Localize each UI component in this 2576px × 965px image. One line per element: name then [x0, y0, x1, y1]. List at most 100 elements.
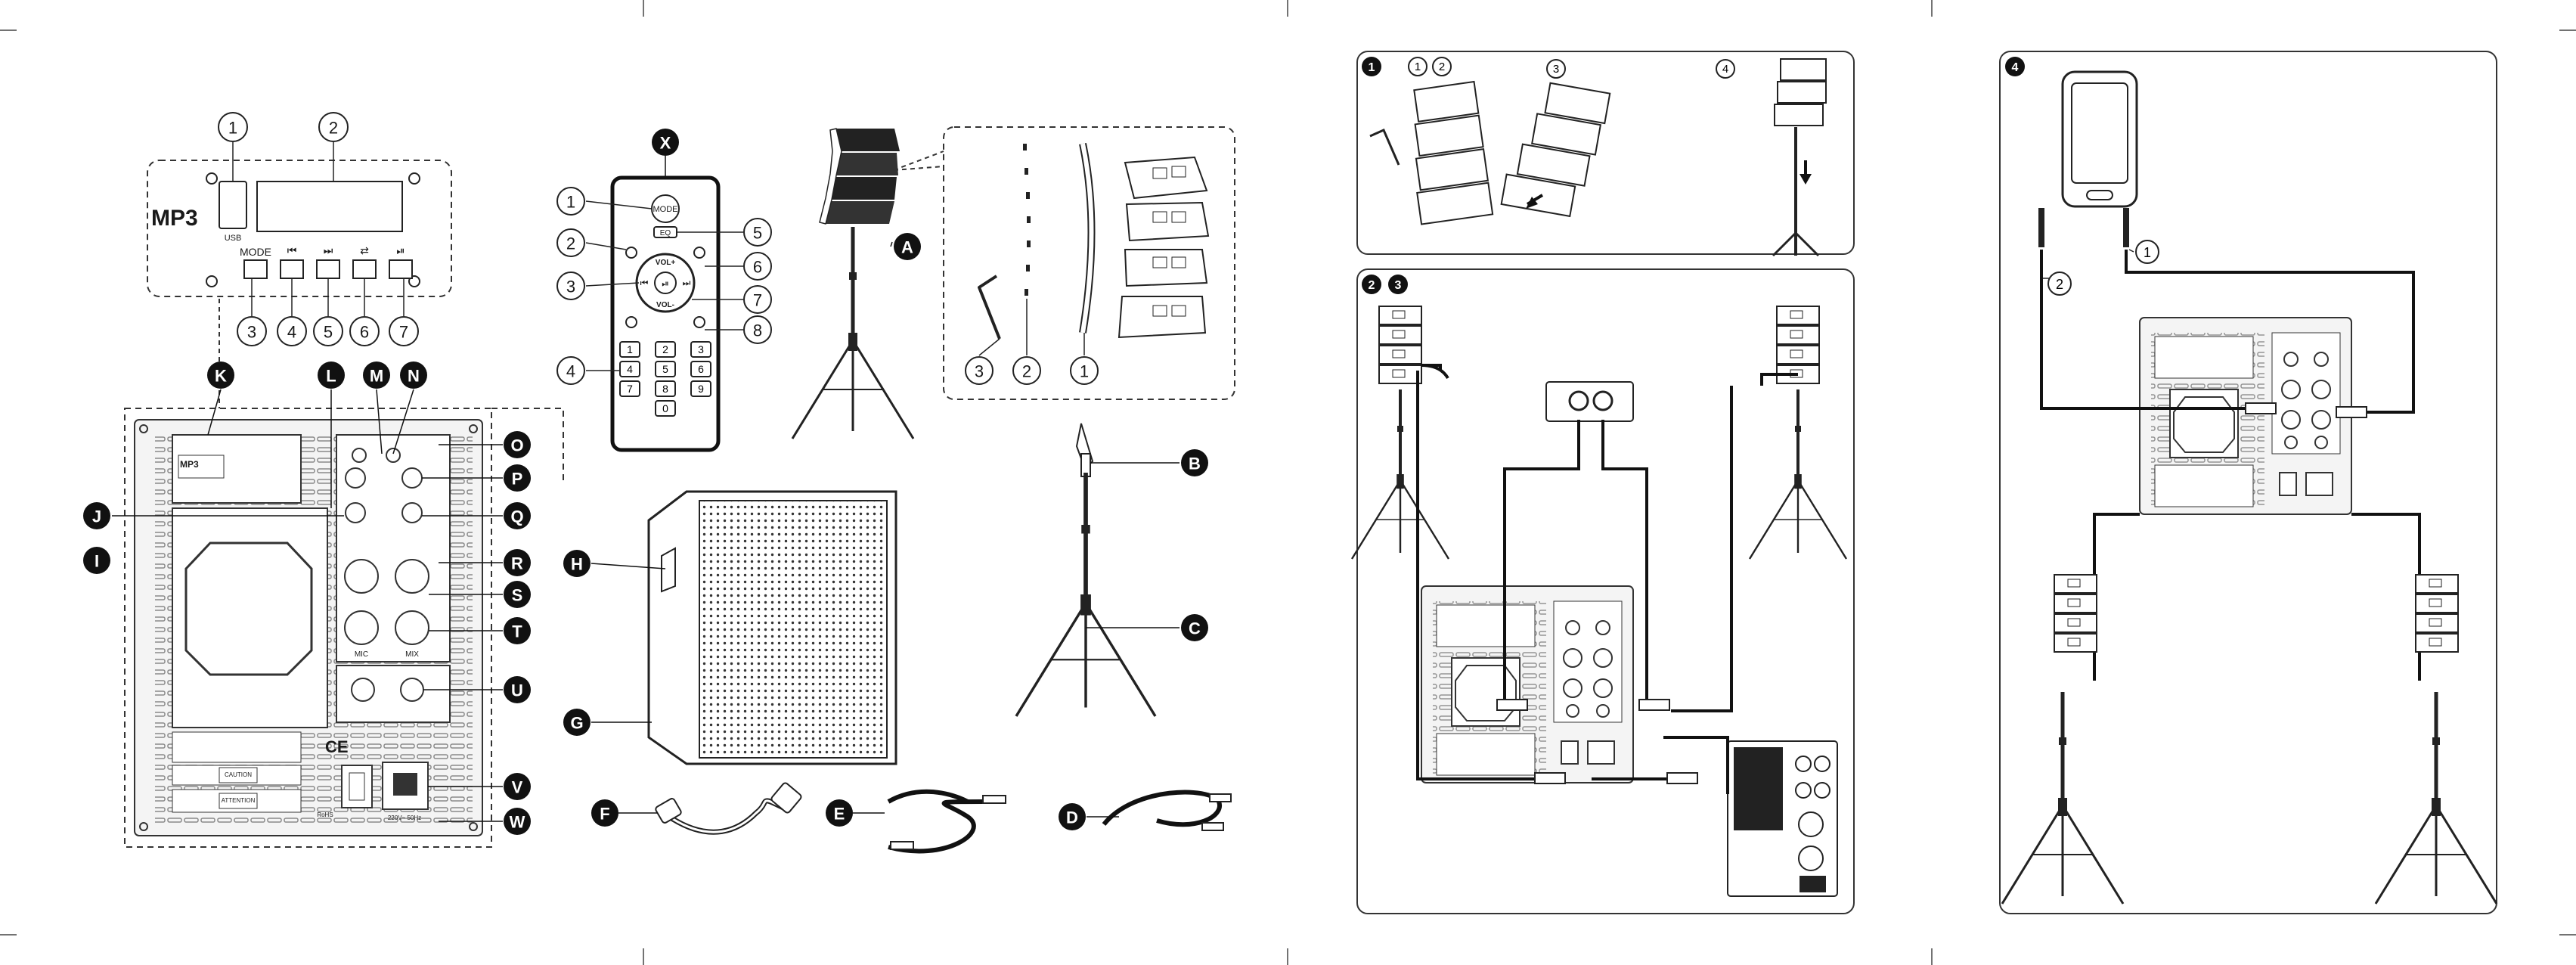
remote-badge-X: X: [660, 134, 671, 153]
rear-panel-diagram: MP3 MIC MIX CE CAUTION ATTENTION RoHS 22…: [125, 299, 563, 847]
mp3-callout-2: 2: [319, 113, 348, 182]
step1-sub-2: 2: [1439, 61, 1445, 73]
svg-text:7: 7: [399, 323, 408, 342]
remote-prev-icon: ⏮: [640, 278, 649, 288]
svg-text:6: 6: [698, 363, 704, 375]
remote-control-diagram: X MODE EQ ⏯ VOL+ VOL- ⏮ ⏭ 1 2 3 4 5 6 7 …: [557, 129, 771, 450]
stand-bracket: B: [1077, 424, 1208, 476]
badge-C: C: [1189, 619, 1201, 638]
svg-text:2: 2: [329, 119, 338, 138]
mic-label: MIC: [355, 650, 368, 659]
svg-text:5: 5: [324, 323, 333, 342]
badge-E: E: [834, 805, 845, 824]
array-modules: [1119, 157, 1208, 337]
svg-text:3: 3: [698, 343, 704, 355]
step1-sub-3: 3: [1553, 63, 1559, 76]
remote-vol-plus: VOL+: [656, 259, 676, 267]
caution-label: CAUTION: [225, 771, 252, 778]
repeat-icon: ⇄: [360, 244, 369, 256]
remote-mode-key: MODE: [653, 205, 678, 214]
usb-label: USB: [225, 234, 242, 243]
power-cable: F: [591, 782, 802, 832]
step1-sub-4: 4: [1722, 63, 1728, 76]
svg-text:1: 1: [566, 193, 575, 212]
svg-text:8: 8: [753, 321, 762, 340]
play-pause-icon: ⏯: [396, 244, 405, 256]
svg-text:3: 3: [247, 323, 256, 342]
badge-K: K: [215, 367, 227, 386]
badge-M: M: [370, 367, 383, 386]
power-switch: [342, 765, 372, 808]
mp3-callout-3: 3: [237, 278, 266, 346]
step1-badge: 1: [1369, 61, 1375, 74]
remote-play-icon: ⏯: [662, 278, 669, 289]
remote-eq-key: EQ: [660, 229, 671, 237]
badge-I: I: [95, 552, 99, 571]
array-accessories: 3 2 1: [894, 127, 1235, 399]
ce-mark: CE: [325, 737, 349, 756]
svg-text:5: 5: [662, 363, 668, 375]
attention-label: ATTENTION: [222, 797, 256, 804]
mp3-display: [257, 182, 402, 231]
audio-cable-long: E: [826, 792, 1006, 852]
line-array-on-stand: A: [792, 129, 921, 439]
voltage-label: 220V~ 50Hz: [388, 815, 421, 821]
step23-badge-2: 2: [1369, 279, 1375, 292]
badge-A: A: [901, 238, 913, 257]
mix-label: MIX: [405, 650, 419, 659]
accessory-callout-3: 3: [975, 362, 984, 381]
svg-text:1: 1: [228, 119, 237, 138]
badge-N: N: [408, 367, 420, 386]
mp3-callout-6: 6: [350, 278, 379, 346]
subwoofer-grill: [699, 501, 887, 758]
badge-D: D: [1066, 808, 1078, 827]
play-pause-button: [389, 260, 412, 278]
subwoofer-cabinet: H G: [563, 492, 896, 764]
badge-G: G: [570, 714, 583, 733]
badge-B: B: [1189, 455, 1201, 473]
step4-callout-2: 2: [2056, 277, 2063, 292]
svg-text:4: 4: [566, 362, 575, 381]
step4-phone-connection: 4 1 2: [2000, 51, 2497, 914]
audio-cable-short: D: [1059, 793, 1231, 830]
hex-key: [979, 276, 1000, 339]
prev-icon: ⏮: [287, 244, 297, 256]
badge-J: J: [92, 507, 101, 526]
badge-T: T: [512, 622, 522, 641]
svg-text:6: 6: [360, 323, 369, 342]
svg-text:5: 5: [753, 224, 762, 243]
badge-O: O: [510, 436, 523, 455]
tripod-stand: C: [1016, 473, 1208, 716]
usb-port: [219, 182, 246, 228]
svg-text:7: 7: [627, 383, 633, 395]
mp3-title: MP3: [151, 206, 198, 231]
step23-badge-3: 3: [1395, 279, 1402, 292]
step1-assembly: 1 1 2 3 4: [1357, 51, 1854, 256]
badge-L: L: [326, 367, 336, 386]
svg-text:9: 9: [698, 383, 704, 395]
svg-text:6: 6: [753, 258, 762, 277]
badge-V: V: [512, 778, 523, 797]
svg-text:3: 3: [566, 278, 575, 296]
badge-P: P: [512, 470, 523, 489]
svg-text:4: 4: [627, 363, 633, 375]
svg-text:0: 0: [662, 402, 668, 414]
badge-W: W: [510, 813, 525, 832]
svg-text:4: 4: [287, 323, 296, 342]
step4-callout-1: 1: [2144, 245, 2151, 260]
mp3-callout-7: 7: [389, 278, 418, 346]
carry-handle: [662, 548, 675, 591]
badge-H: H: [571, 555, 583, 574]
remote-next-icon: ⏭: [683, 278, 691, 288]
step4-badge: 4: [2012, 61, 2019, 74]
step1-sub-1: 1: [1415, 61, 1421, 73]
mp3-callout-5: 5: [314, 278, 343, 346]
prev-button: [281, 260, 303, 278]
pins: [1023, 144, 1031, 296]
mp3-callout-1: 1: [219, 113, 247, 182]
svg-text:2: 2: [566, 234, 575, 253]
remote-vol-minus: VOL-: [656, 301, 674, 309]
mp3-module-diagram: MP3 USB MODE ⏮ ⏭ ⇄ ⏯ 1 2 3: [147, 113, 451, 346]
step23-connection: 2 3: [1352, 269, 1854, 914]
